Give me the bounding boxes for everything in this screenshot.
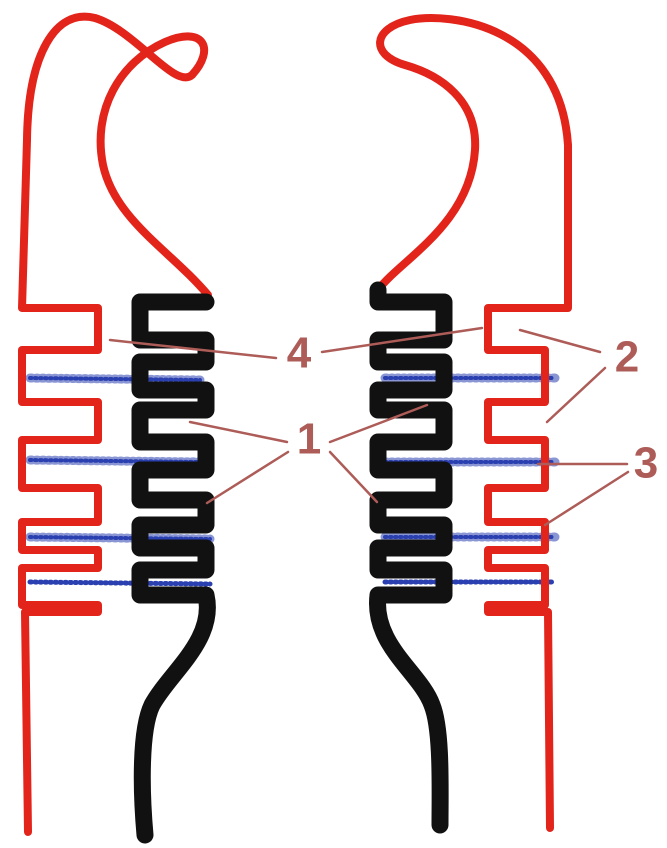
label-2: 2 <box>615 333 639 382</box>
left-dotted-band-4 <box>30 582 210 584</box>
label-3: 3 <box>634 439 658 488</box>
label-1: 1 <box>297 415 321 464</box>
right-structure <box>377 18 568 828</box>
left-inner-membrane <box>140 302 207 835</box>
label-4: 4 <box>287 329 312 378</box>
left-outer-membrane <box>22 17 208 832</box>
left-dotted-band-1-core <box>30 378 200 380</box>
right-inner-membrane <box>377 290 444 825</box>
right-outer-membrane <box>378 18 568 828</box>
leader-1-lower-left <box>207 452 288 503</box>
leader-3-lower <box>545 472 628 525</box>
left-structure <box>22 17 210 835</box>
